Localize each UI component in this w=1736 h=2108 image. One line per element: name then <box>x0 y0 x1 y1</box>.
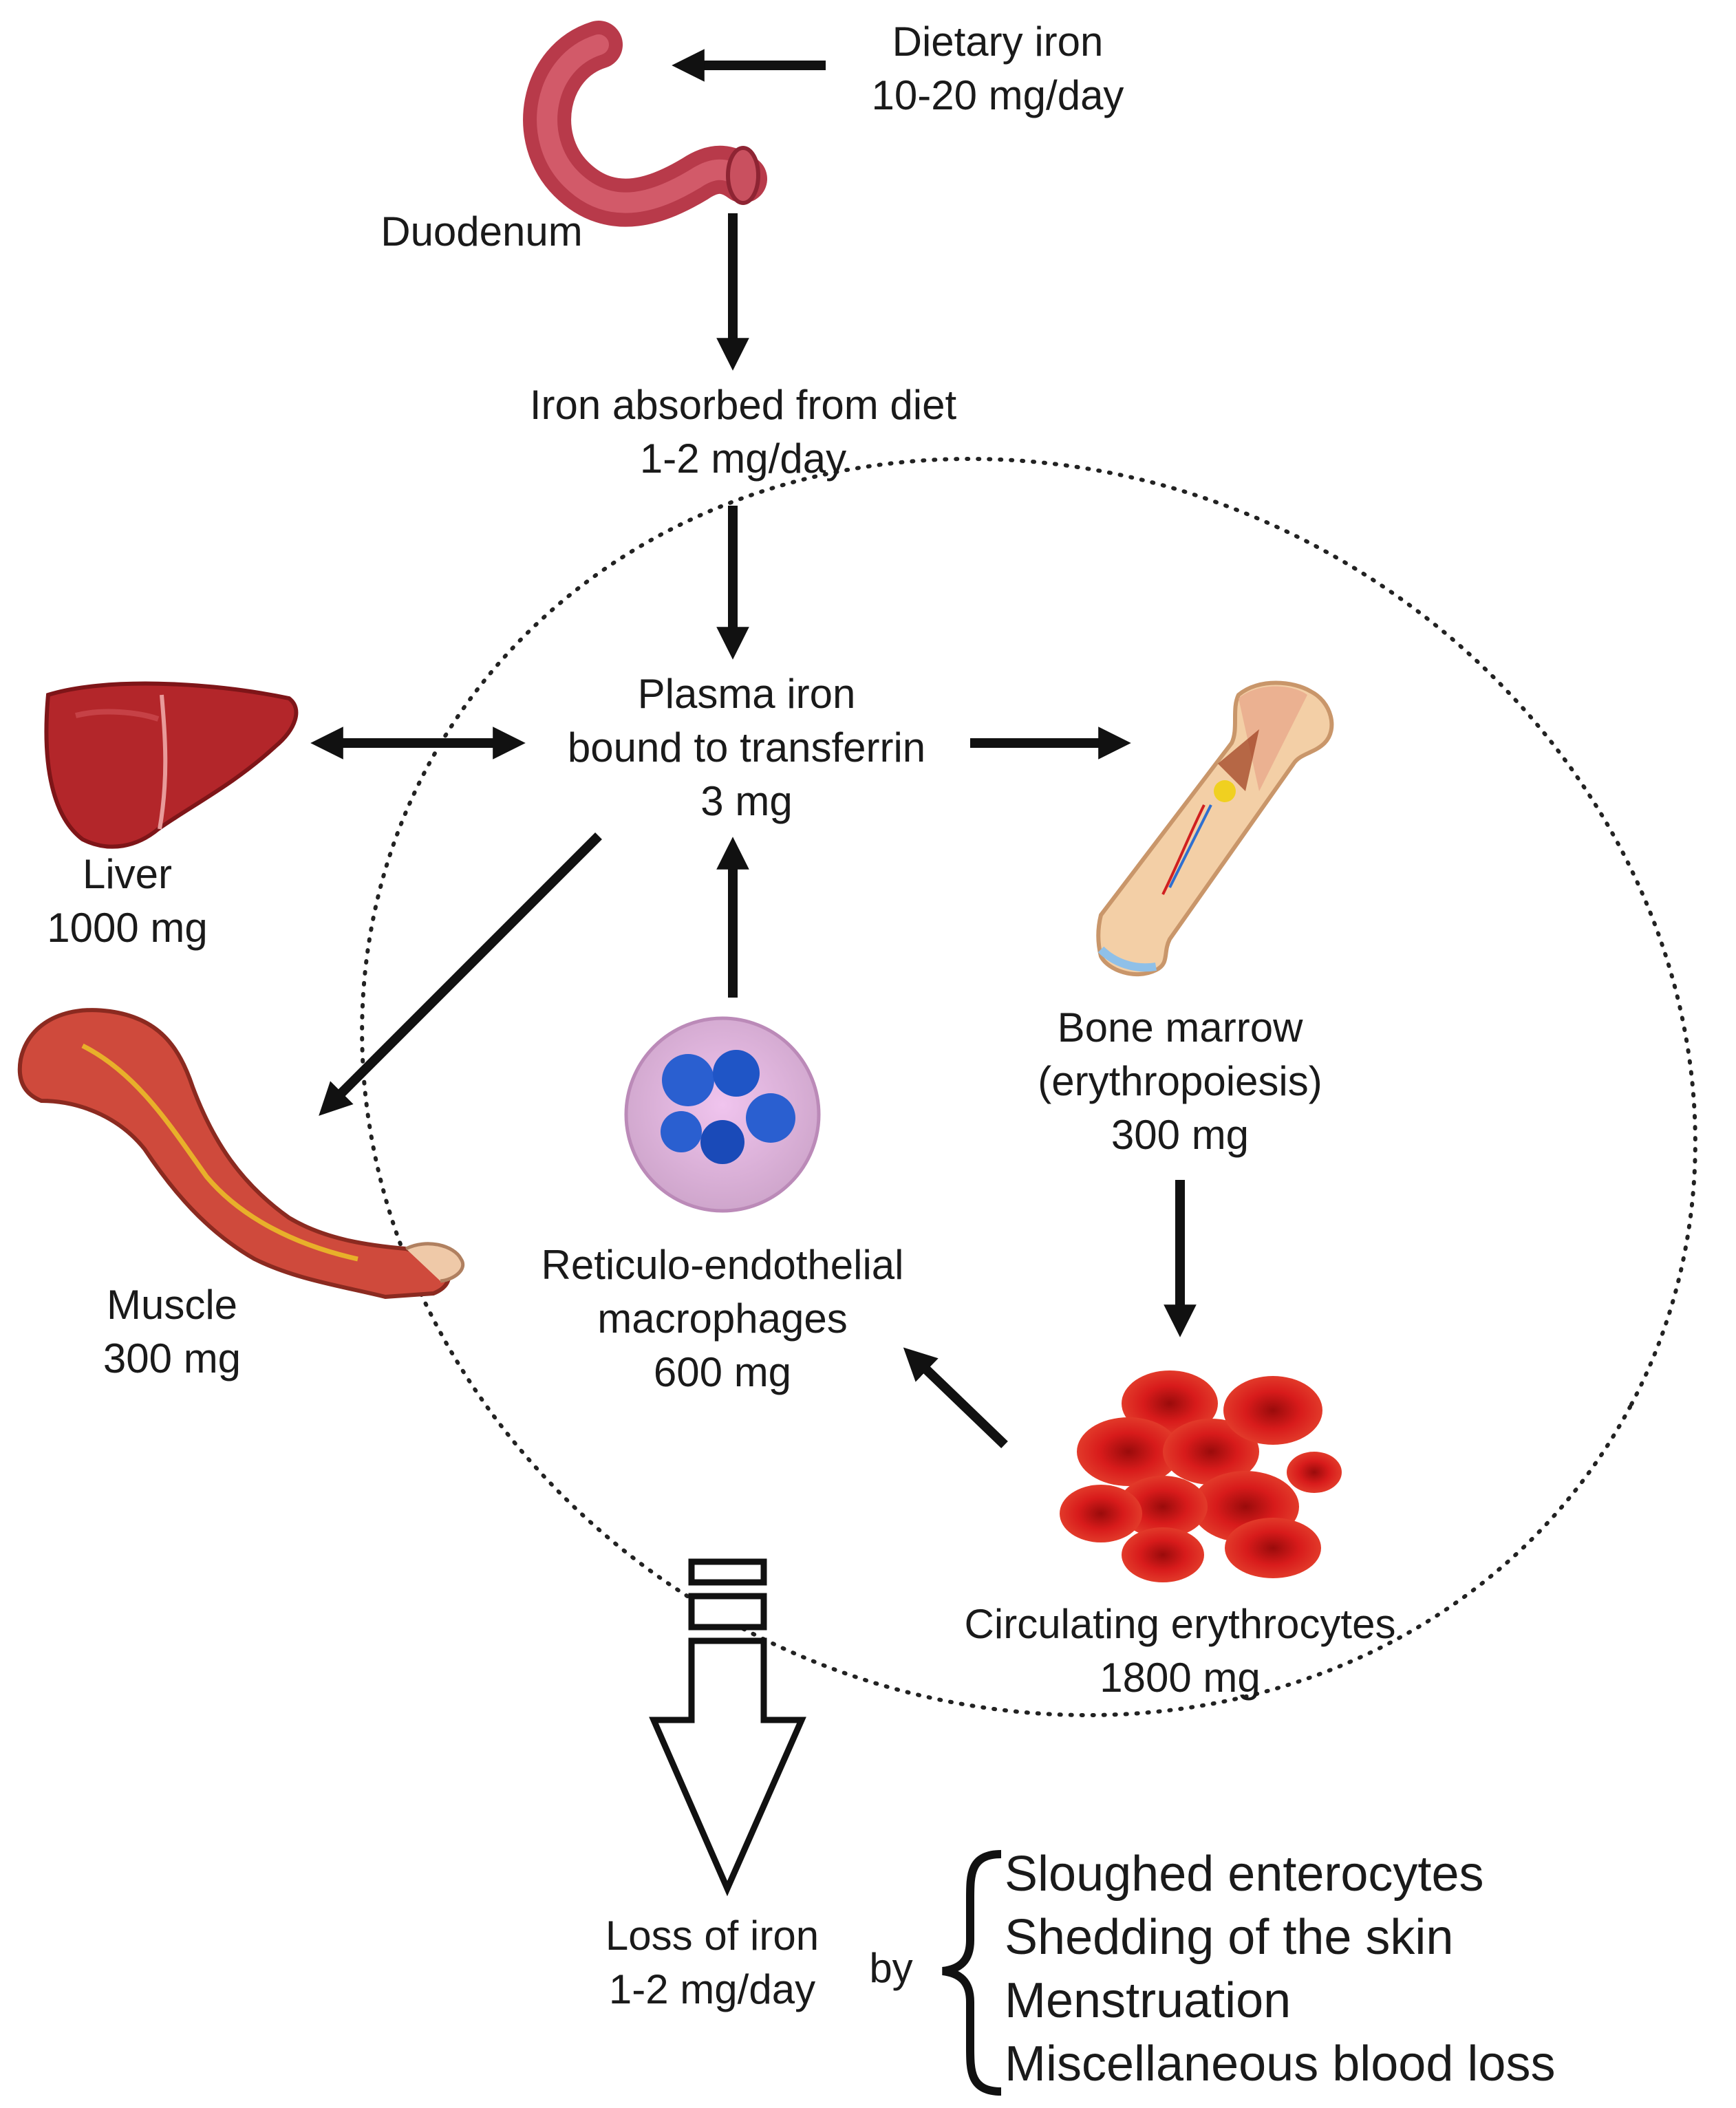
bone-marrow-title: Bone marrow <box>1057 1004 1303 1051</box>
bone-marrow-subtitle: (erythropoiesis) <box>1038 1058 1322 1104</box>
erythrocytes-amount: 1800 mg <box>1100 1655 1261 1701</box>
liver-title: Liver <box>82 851 173 897</box>
macrophages-label: Reticulo-endothelial macrophages 600 mg <box>495 1238 950 1399</box>
loss-route-item: Shedding of the skin <box>1005 1910 1454 1965</box>
loss-route-item: Sloughed enterocytes <box>1005 1847 1484 1902</box>
iron-loss-amount: 1-2 mg/day <box>608 1966 816 2012</box>
absorbed-iron-amount: 1-2 mg/day <box>639 435 847 482</box>
arrow-erythrocytes-to-macrophages <box>903 1347 1008 1449</box>
muscle-title: Muscle <box>106 1282 238 1328</box>
bone-marrow-amount: 300 mg <box>1111 1112 1250 1158</box>
iron-loss-label: Loss of iron 1-2 mg/day <box>571 1909 853 2016</box>
plasma-iron-amount: 3 mg <box>700 778 793 824</box>
loss-route-item: Miscellaneous blood loss <box>1005 2036 1556 2091</box>
loss-by-label: by <box>869 1945 913 1991</box>
erythrocytes-image <box>1060 1370 1342 1582</box>
erythrocytes-title: Circulating erythrocytes <box>964 1601 1396 1647</box>
muscle-label: Muscle 300 mg <box>55 1278 289 1386</box>
duodenum-image <box>523 21 767 227</box>
muscle-arm-image <box>17 1008 464 1300</box>
absorbed-iron-title: Iron absorbed from diet <box>529 382 957 428</box>
macrophage-cell-image <box>624 1016 821 1213</box>
plasma-iron-subtitle: bound to transferrin <box>567 724 926 771</box>
dietary-iron-label: Dietary iron 10-20 mg/day <box>826 15 1170 122</box>
dietary-iron-title: Dietary iron <box>892 19 1104 65</box>
macrophages-title: Reticulo-endothelial <box>541 1242 904 1288</box>
muscle-amount: 300 mg <box>103 1335 242 1381</box>
bone-marrow-label: Bone marrow (erythropoiesis) 300 mg <box>998 1001 1362 1162</box>
loss-route-item: Menstruation <box>1005 1973 1292 2028</box>
liver-image <box>44 681 299 849</box>
loss-routes-brace <box>942 1850 1002 2096</box>
plasma-iron-label: Plasma iron bound to transferrin 3 mg <box>523 667 970 828</box>
duodenum-label: Duodenum <box>381 208 583 255</box>
circulation-boundary <box>360 457 1697 1717</box>
macrophages-amount: 600 mg <box>653 1349 792 1395</box>
macrophages-subtitle: macrophages <box>597 1295 848 1342</box>
iron-loss-title: Loss of iron <box>605 1913 819 1959</box>
absorbed-iron-label: Iron absorbed from diet 1-2 mg/day <box>482 378 1005 486</box>
loss-routes-list: Sloughed enterocytes Shedding of the ski… <box>1005 1842 1706 2096</box>
dietary-iron-amount: 10-20 mg/day <box>871 72 1124 118</box>
liver-amount: 1000 mg <box>47 905 208 951</box>
erythrocytes-label: Circulating erythrocytes 1800 mg <box>915 1598 1445 1705</box>
bone-image <box>1096 680 1334 977</box>
loss-arrow <box>649 1558 806 1897</box>
plasma-iron-title: Plasma iron <box>637 671 856 717</box>
liver-label: Liver 1000 mg <box>14 848 241 955</box>
arrow-plasma-to-muscle <box>319 832 602 1116</box>
